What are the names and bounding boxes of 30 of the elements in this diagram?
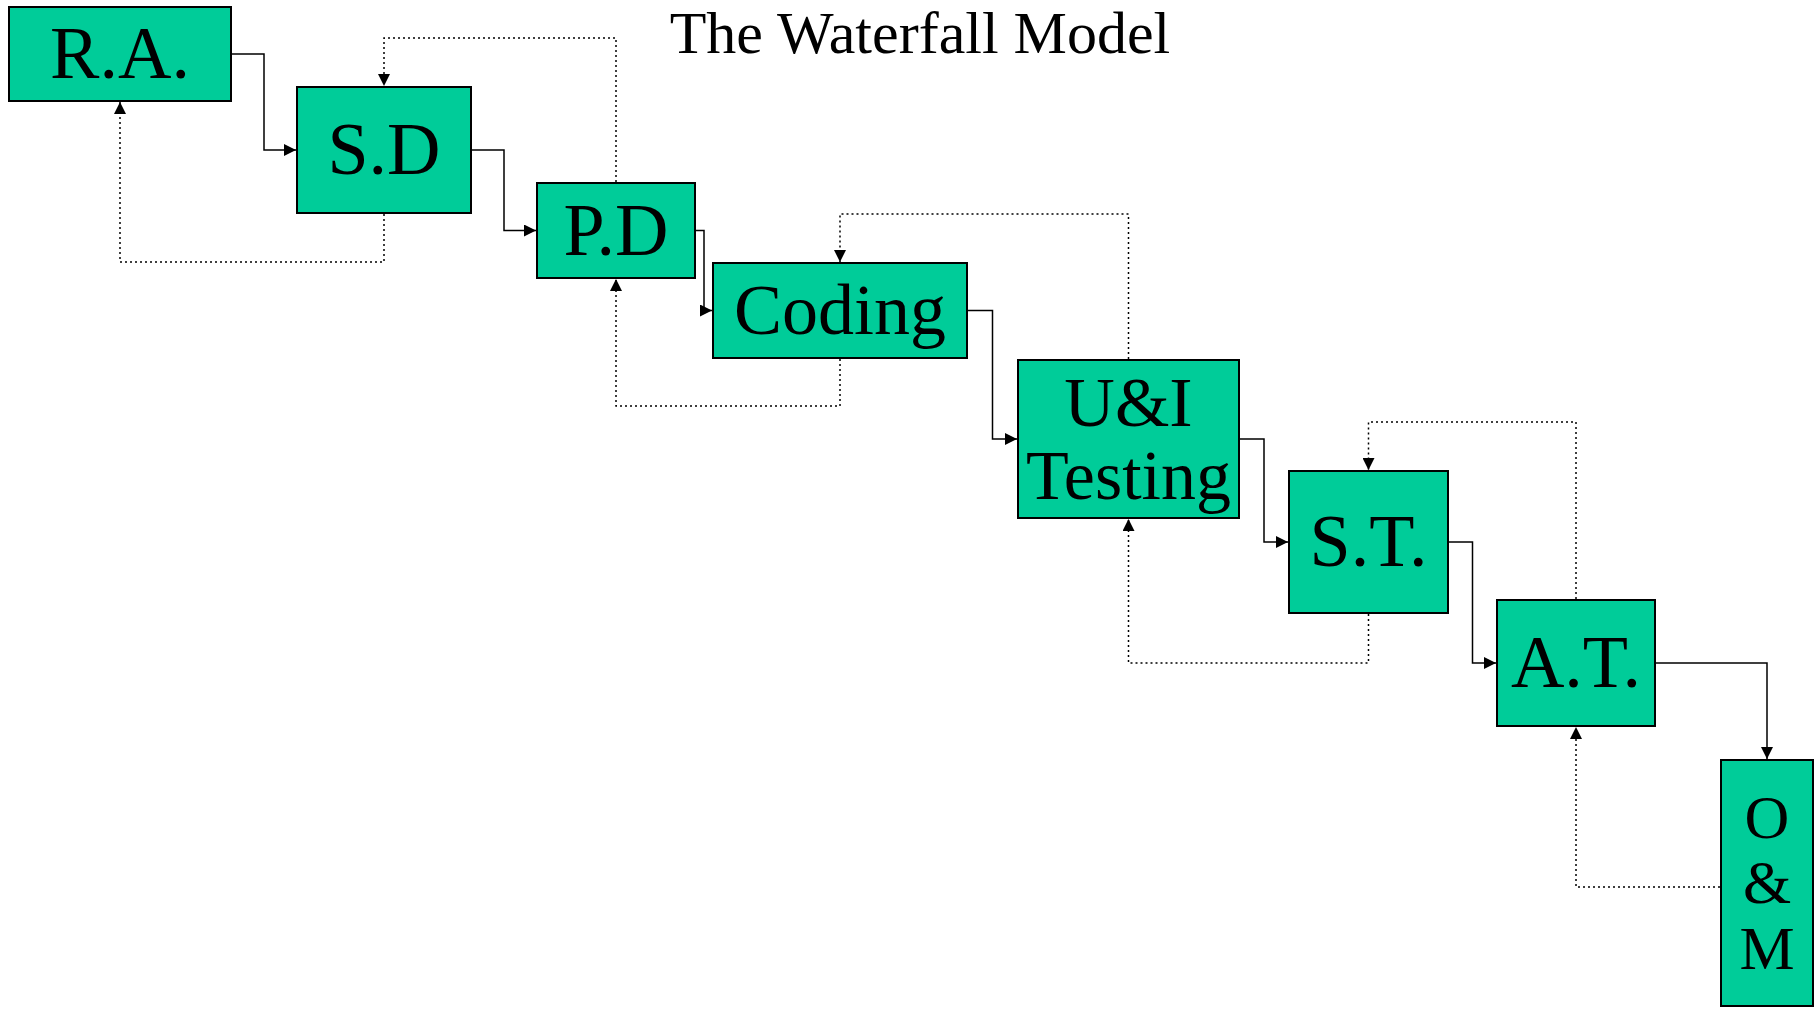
box-label: O & M: [1738, 785, 1796, 981]
process-box: [536, 182, 696, 279]
process-box: [296, 86, 472, 214]
feedback-arrow: [1362, 421, 1577, 600]
arrow: [1239, 438, 1289, 548]
arrow: [231, 53, 297, 156]
feedback-arrow: [610, 278, 841, 407]
box-label: Coding: [734, 272, 946, 349]
feedback-arrow: [378, 37, 617, 183]
box-label: R.A.: [50, 15, 190, 93]
box-label: U&I Testing: [1024, 365, 1233, 513]
box-label: A.T.: [1510, 624, 1642, 702]
process-box: [712, 262, 968, 359]
feedback-arrow: [834, 213, 1130, 360]
arrow: [1448, 541, 1497, 669]
feedback-arrow: [114, 101, 385, 263]
process-box: [1720, 759, 1814, 1007]
box-label: S.D: [327, 111, 441, 189]
arrow: [471, 149, 537, 237]
feedback-arrow: [1570, 726, 1721, 888]
arrow: [695, 229, 713, 317]
feedback-arrow: [1122, 518, 1370, 664]
box-label: S.T.: [1309, 503, 1428, 581]
process-box: [1496, 599, 1656, 727]
arrow: [967, 309, 1018, 445]
process-box: [8, 6, 232, 102]
box-label: P.D: [563, 191, 669, 270]
title: The Waterfall Model: [668, 0, 1172, 66]
arrow: [1655, 662, 1773, 760]
process-box: [1288, 470, 1449, 614]
